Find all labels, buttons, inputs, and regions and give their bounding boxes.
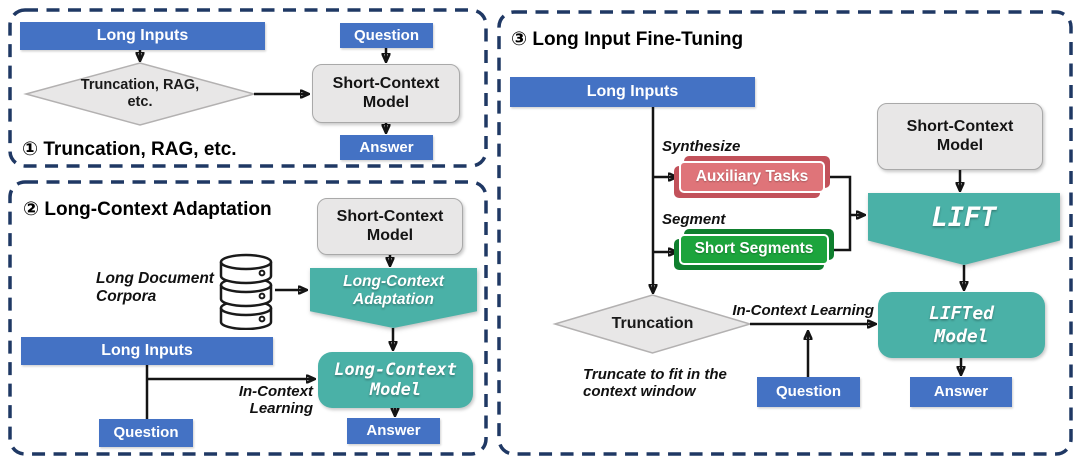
long-context-adaptation-shape: Long-Context Adaptation — [310, 268, 477, 328]
long-inputs-box: Long Inputs — [510, 77, 755, 107]
panel1-title: ① Truncation, RAG, etc. — [22, 139, 237, 160]
panel3-connectors — [497, 10, 1073, 456]
long-context-adaptation-label: Long-Context Adaptation — [310, 268, 477, 328]
panel2-connectors — [8, 180, 488, 456]
database-icon — [217, 252, 275, 330]
panel1-border — [8, 8, 488, 168]
long-inputs-box: Long Inputs — [21, 337, 273, 365]
connectors — [653, 107, 964, 378]
question-box: Question — [340, 23, 433, 48]
short-context-model-box: Short-Context Model — [877, 103, 1043, 170]
question-box: Question — [757, 377, 860, 407]
lift-shape: LIFT — [868, 193, 1060, 265]
truncate-note-label: Truncate to fit in the context window — [583, 366, 727, 401]
long-context-model-box: Long-Context Model — [318, 352, 473, 408]
answer-box: Answer — [910, 377, 1012, 407]
panel1-connectors — [8, 8, 488, 168]
panel2-border — [8, 180, 488, 456]
answer-box: Answer — [340, 135, 433, 160]
panel2-title: ② Long-Context Adaptation — [23, 199, 272, 220]
synthesize-label: Synthesize — [662, 138, 741, 155]
question-box: Question — [99, 419, 193, 447]
panel3-border — [497, 10, 1073, 456]
panel-truncation-rag: Long Inputs Truncation, RAG, etc. Questi… — [8, 8, 488, 168]
in-context-learning-label: In-Context Learning — [732, 302, 874, 319]
truncation-diamond-label: Truncation — [611, 314, 694, 332]
lift-label: LIFT — [868, 193, 1060, 265]
lifted-model-box: LIFTed Model — [878, 292, 1045, 358]
corpora-label: Long Document Corpora — [96, 270, 214, 305]
connectors — [140, 48, 386, 133]
auxiliary-tasks-box: Auxiliary Tasks — [679, 161, 825, 193]
short-segments-box: Short Segments — [679, 234, 829, 265]
connectors — [145, 255, 395, 419]
short-context-model-box: Short-Context Model — [317, 198, 463, 255]
long-inputs-box: Long Inputs — [20, 22, 265, 50]
short-context-model-box: Short-Context Model — [312, 64, 460, 123]
panel3-title: ③ Long Input Fine-Tuning — [511, 29, 744, 50]
answer-box: Answer — [347, 418, 440, 444]
segment-label: Segment — [662, 211, 726, 228]
in-context-learning-label: In-Context Learning — [238, 383, 313, 418]
panel-long-context-adaptation: ② Long-Context Adaptation Short-Context … — [8, 180, 488, 456]
panel-long-input-fine-tuning: ③ Long Input Fine-Tuning Long Inputs Syn… — [497, 10, 1073, 456]
truncation-rag-diamond-label: Truncation, RAG, etc. — [80, 76, 200, 110]
